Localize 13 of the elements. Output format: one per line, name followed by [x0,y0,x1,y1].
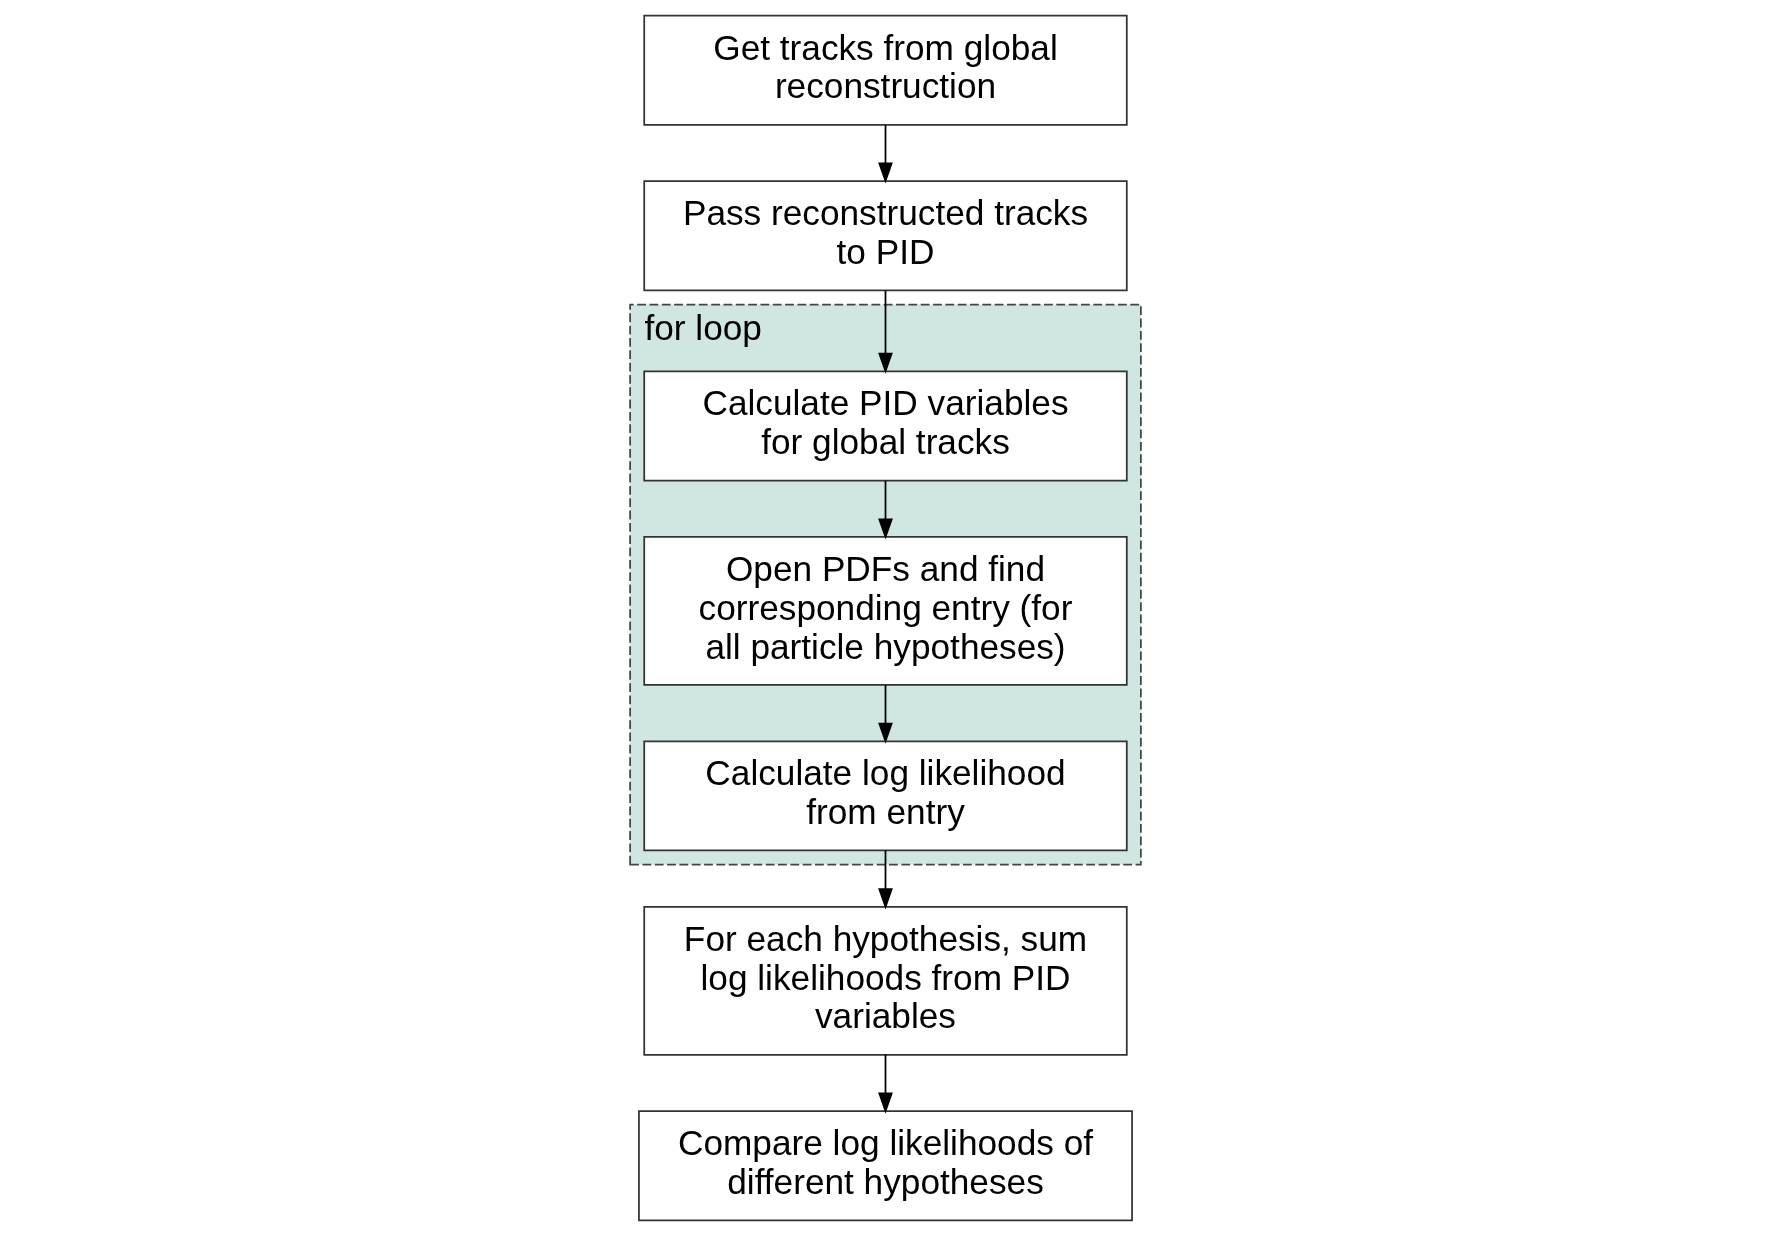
arrow [877,1053,893,1114]
node-box: Pass reconstructed tracks to PID [642,180,1128,292]
arrow [877,849,893,910]
node-box: Open PDFs and find corresponding entry (for all particle hypotheses) [642,536,1128,686]
node-box: Calculate PID variables for global tracks [642,370,1128,482]
arrow [877,289,893,374]
arrow [877,684,893,744]
node-box: For each hypothesis, sum log likelihoods from PID variables [642,905,1128,1056]
node-box: Calculate log likelihood from entry [642,740,1128,852]
node-box: Get tracks from global reconstruction [642,14,1128,126]
arrow [877,124,893,184]
node-box: Compare log likelihoods of different hypotheses [637,1110,1133,1222]
arrow [877,479,893,540]
